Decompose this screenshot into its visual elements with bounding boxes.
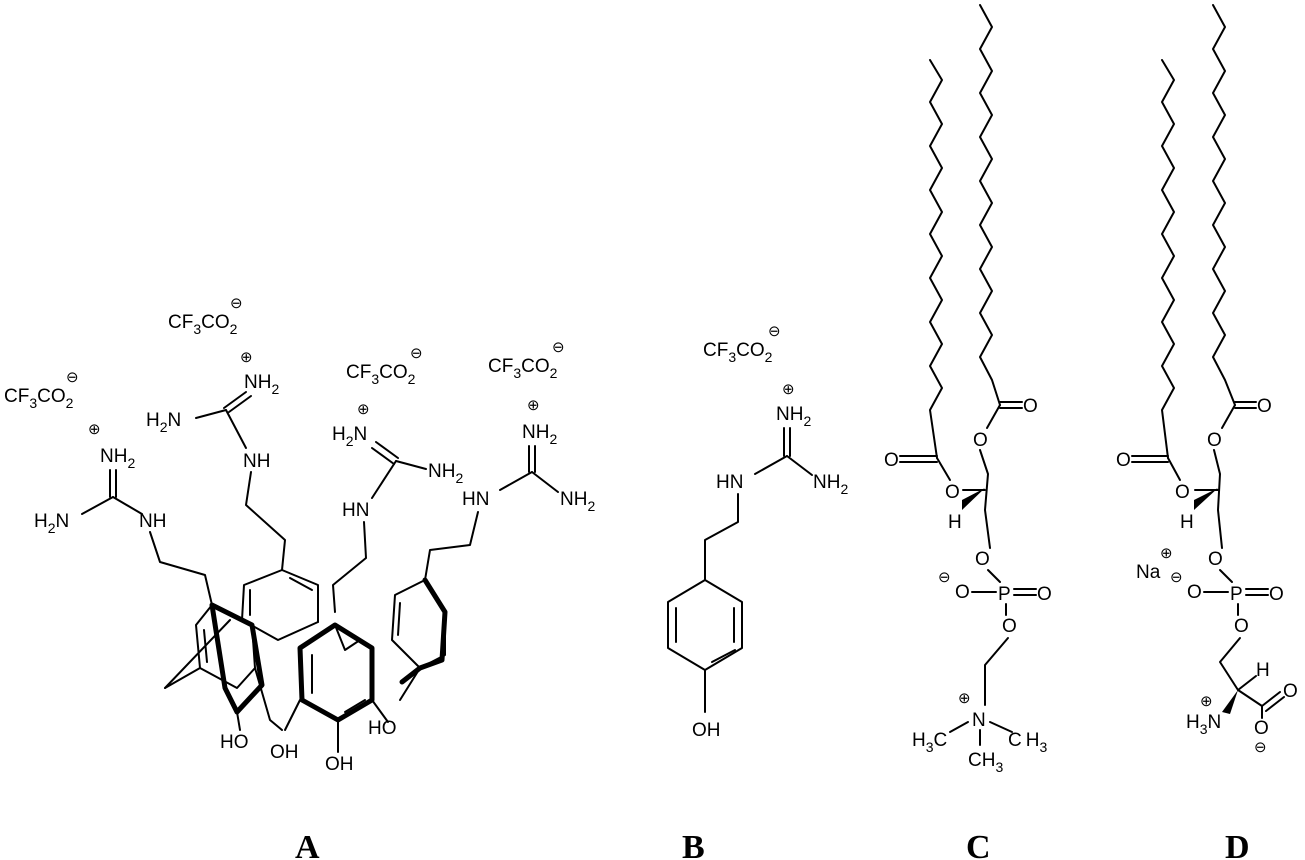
svg-text:CH3: CH3 (1008, 730, 1047, 755)
guanidinium-a2: ⊕ NH2 H2N NH (146, 349, 286, 571)
svg-text:⊖: ⊖ (768, 323, 781, 340)
svg-text:O: O (1208, 549, 1223, 570)
svg-text:O: O (1234, 616, 1249, 637)
guanidinium-a3: ⊕ H2N NH2 HN (332, 401, 463, 613)
svg-text:O: O (1116, 450, 1131, 471)
svg-text:⊕: ⊕ (88, 421, 101, 438)
svg-text:NH2: NH2 (813, 472, 848, 497)
svg-text:NH2: NH2 (100, 446, 135, 471)
svg-text:O: O (1023, 396, 1038, 417)
svg-text:NH2: NH2 (428, 461, 463, 486)
svg-text:CF3CO2: CF3CO2 (346, 362, 416, 387)
svg-text:⊕: ⊕ (527, 397, 540, 414)
svg-text:O: O (1175, 482, 1190, 503)
svg-text:HN: HN (462, 489, 489, 510)
svg-text:⊕: ⊕ (958, 690, 971, 707)
svg-text:H3C: H3C (912, 730, 947, 755)
oh-label-a2: OH (270, 742, 299, 763)
svg-text:CF3CO2: CF3CO2 (4, 386, 74, 411)
svg-text:O: O (945, 482, 960, 503)
guanidinium-a4: ⊕ NH2 NH2 HN (424, 397, 595, 581)
svg-text:⊕: ⊕ (782, 381, 795, 398)
svg-text:⊖: ⊖ (1170, 569, 1183, 586)
panel-label-b: B (682, 829, 705, 860)
svg-text:O: O (973, 430, 988, 451)
acyl-chain-c2 (979, 4, 1001, 406)
svg-text:O: O (1283, 681, 1298, 702)
structure-d: O O O O H Na ⊕ O ⊖ O P O O H ⊕ H3N O (1116, 4, 1298, 756)
svg-text:P: P (998, 584, 1011, 605)
svg-text:O: O (975, 549, 990, 570)
svg-text:H2N: H2N (146, 410, 181, 435)
oh-label-a3: OH (325, 754, 354, 775)
svg-text:CF3CO2: CF3CO2 (488, 356, 558, 381)
acyl-chain-d2 (1212, 4, 1236, 406)
counterion-a1: CF3CO2 ⊖ (4, 369, 79, 411)
structure-b: CF3CO2 ⊖ ⊕ NH2 NH2 HN OH (667, 323, 848, 741)
guanidinium-a1: ⊕ NH2 H2N NH (34, 421, 213, 606)
svg-text:CH3: CH3 (968, 750, 1003, 775)
panel-label-c: C (966, 829, 991, 860)
svg-text:HN: HN (342, 500, 369, 521)
svg-text:HN: HN (716, 472, 743, 493)
structure-a: CF3CO2 ⊖ CF3CO2 ⊖ CF3CO2 ⊖ CF3CO2 ⊖ ⊕ NH… (4, 295, 595, 775)
svg-text:O: O (1002, 616, 1017, 637)
svg-text:⊖: ⊖ (230, 295, 243, 312)
svg-text:O: O (955, 582, 970, 603)
svg-text:⊖: ⊖ (1254, 739, 1267, 756)
svg-text:H2N: H2N (332, 424, 367, 449)
counterion-b: CF3CO2 ⊖ (703, 323, 781, 365)
svg-text:⊕: ⊕ (240, 349, 253, 366)
svg-text:NH2: NH2 (560, 489, 595, 514)
svg-text:O: O (1254, 718, 1269, 739)
oh-label-a4: HO (368, 718, 397, 739)
svg-text:NH: NH (139, 511, 166, 532)
acyl-chain-c1 (929, 59, 943, 459)
svg-text:NH: NH (243, 451, 270, 472)
panel-label-d: D (1225, 829, 1250, 860)
acyl-chain-d1 (1161, 59, 1175, 459)
svg-text:NH2: NH2 (244, 372, 279, 397)
svg-text:O: O (884, 450, 899, 471)
svg-text:H: H (948, 512, 962, 533)
svg-text:N: N (972, 710, 986, 731)
svg-text:⊖: ⊖ (938, 569, 951, 586)
svg-text:OH: OH (692, 720, 721, 741)
svg-text:O: O (1269, 584, 1284, 605)
svg-text:CF3CO2: CF3CO2 (168, 312, 238, 337)
svg-text:⊖: ⊖ (66, 369, 79, 386)
svg-text:H: H (1256, 660, 1270, 681)
svg-text:⊕: ⊕ (357, 401, 370, 418)
calixarene-core: HO OH OH HO (164, 569, 448, 775)
oh-label-a1: HO (220, 732, 249, 753)
svg-text:P: P (1230, 584, 1243, 605)
svg-text:H2N: H2N (34, 511, 69, 536)
svg-text:NH2: NH2 (776, 404, 811, 429)
counterion-a4: CF3CO2 ⊖ (488, 339, 565, 381)
svg-text:H3N: H3N (1186, 712, 1221, 737)
svg-text:⊕: ⊕ (1200, 693, 1213, 710)
svg-text:O: O (1207, 430, 1222, 451)
counterion-a2: CF3CO2 ⊖ (168, 295, 243, 337)
svg-text:O: O (1257, 396, 1272, 417)
svg-text:O: O (1187, 582, 1202, 603)
svg-text:Na: Na (1136, 562, 1161, 583)
svg-text:CF3CO2: CF3CO2 (703, 340, 773, 365)
svg-text:O: O (1037, 584, 1052, 605)
svg-text:⊖: ⊖ (410, 345, 423, 362)
svg-text:⊖: ⊖ (552, 339, 565, 356)
svg-text:⊕: ⊕ (1160, 545, 1173, 562)
svg-text:H: H (1180, 512, 1194, 533)
svg-text:NH2: NH2 (522, 422, 557, 447)
panel-label-a: A (295, 829, 320, 860)
counterion-a3: CF3CO2 ⊖ (346, 345, 423, 387)
